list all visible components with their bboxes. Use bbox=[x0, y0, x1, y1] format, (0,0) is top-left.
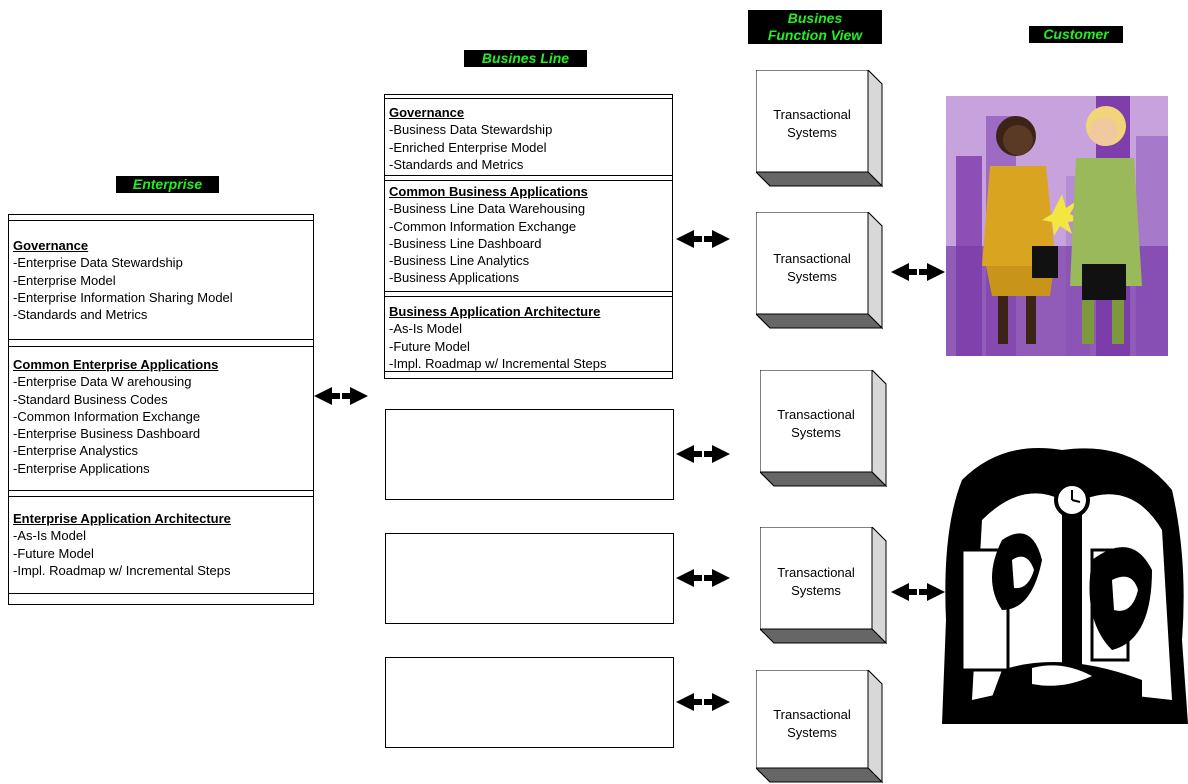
list-item: -As-Is Model bbox=[389, 321, 462, 337]
label-busines-function-view: Busines Function View bbox=[748, 10, 882, 44]
list-item: -Business Line Data Warehousing bbox=[389, 201, 586, 217]
list-item: -Future Model bbox=[389, 338, 470, 354]
transactional-systems-label: Transactional Systems bbox=[756, 250, 868, 286]
list-item: -Common Information Exchange bbox=[389, 218, 577, 234]
cube-line2: Systems bbox=[791, 425, 841, 440]
double-arrow-icon bbox=[891, 583, 945, 601]
business-architecture-section: Business Application Architecture -As-Is… bbox=[385, 303, 672, 372]
transactional-systems-cube bbox=[756, 670, 884, 784]
transactional-systems-cube bbox=[756, 212, 884, 330]
business-line-box-empty bbox=[385, 409, 674, 500]
transactional-systems-label: Transactional Systems bbox=[760, 564, 872, 600]
double-arrow-icon bbox=[314, 387, 368, 405]
handshake-illustration bbox=[946, 96, 1168, 356]
cube-line1: Transactional bbox=[773, 107, 851, 122]
cube-line2: Systems bbox=[787, 725, 837, 740]
transactional-systems-cube bbox=[756, 70, 884, 188]
list-item: -Future Model bbox=[13, 545, 94, 561]
double-arrow-icon bbox=[891, 263, 945, 281]
list-item: -Common Information Exchange bbox=[13, 408, 201, 424]
enterprise-architecture-heading: Enterprise Application Architecture bbox=[13, 511, 231, 526]
enterprise-common-apps-section: Common Enterprise Applications -Enterpri… bbox=[9, 356, 313, 477]
list-item: -Enterprise Data W arehousing bbox=[13, 374, 192, 390]
label-busines-function-view-line1: Busines bbox=[787, 10, 843, 26]
cube-line1: Transactional bbox=[773, 251, 851, 266]
transactional-systems-cube bbox=[760, 527, 888, 645]
list-item: -Business Line Dashboard bbox=[389, 235, 542, 251]
business-architecture-heading: Business Application Architecture bbox=[389, 304, 601, 319]
list-item: -Impl. Roadmap w/ Incremental Steps bbox=[389, 355, 607, 371]
list-item: -Business Applications bbox=[389, 270, 520, 286]
list-item: -As-Is Model bbox=[13, 528, 86, 544]
double-arrow-icon bbox=[676, 445, 730, 463]
list-item: -Standards and Metrics bbox=[389, 156, 524, 172]
list-item: -Business Data Stewardship bbox=[389, 122, 553, 138]
list-item: -Enterprise Business Dashboard bbox=[13, 426, 201, 442]
list-item: -Enterprise Applications bbox=[13, 460, 150, 476]
office-meeting-illustration bbox=[942, 448, 1188, 724]
list-item: -Enterprise Information Sharing Model bbox=[13, 289, 233, 305]
business-line-box-empty bbox=[385, 657, 674, 748]
transactional-systems-label: Transactional Systems bbox=[756, 106, 868, 142]
transactional-systems-cube bbox=[760, 370, 888, 488]
double-arrow-icon bbox=[676, 230, 730, 248]
business-line-box-empty bbox=[385, 533, 674, 624]
list-item: -Enterprise Model bbox=[13, 272, 116, 288]
list-item: -Standards and Metrics bbox=[13, 307, 148, 323]
cube-line1: Transactional bbox=[773, 707, 851, 722]
enterprise-governance-section: Governance -Enterprise Data Stewardship … bbox=[9, 237, 313, 323]
business-common-apps-heading: Common Business Applications bbox=[389, 184, 588, 199]
label-customer: Customer bbox=[1029, 26, 1123, 43]
label-busines-function-view-line2: Function View bbox=[767, 27, 863, 43]
cube-line2: Systems bbox=[787, 269, 837, 284]
business-governance-section: Governance -Business Data Stewardship -E… bbox=[385, 104, 672, 173]
list-item: -Enriched Enterprise Model bbox=[389, 139, 547, 155]
cube-line2: Systems bbox=[791, 583, 841, 598]
enterprise-governance-heading: Governance bbox=[13, 238, 89, 253]
cube-line1: Transactional bbox=[777, 407, 855, 422]
cube-line2: Systems bbox=[787, 125, 837, 140]
list-item: -Impl. Roadmap w/ Incremental Steps bbox=[13, 562, 231, 578]
transactional-systems-label: Transactional Systems bbox=[756, 706, 868, 742]
label-busines-line: Busines Line bbox=[464, 50, 587, 67]
business-common-apps-section: Common Business Applications -Business L… bbox=[385, 183, 672, 287]
enterprise-box: Governance -Enterprise Data Stewardship … bbox=[8, 214, 314, 605]
list-item: -Enterprise Data Stewardship bbox=[13, 255, 183, 271]
double-arrow-icon bbox=[676, 569, 730, 587]
enterprise-architecture-section: Enterprise Application Architecture -As-… bbox=[9, 510, 313, 579]
list-item: -Enterprise Analystics bbox=[13, 443, 138, 459]
list-item: -Standard Business Codes bbox=[13, 391, 168, 407]
list-item: -Business Line Analytics bbox=[389, 253, 530, 269]
enterprise-common-apps-heading: Common Enterprise Applications bbox=[13, 357, 219, 372]
cube-line1: Transactional bbox=[777, 565, 855, 580]
label-enterprise: Enterprise bbox=[116, 176, 219, 193]
double-arrow-icon bbox=[676, 693, 730, 711]
business-line-box: Governance -Business Data Stewardship -E… bbox=[384, 94, 673, 379]
transactional-systems-label: Transactional Systems bbox=[760, 406, 872, 442]
business-governance-heading: Governance bbox=[389, 105, 465, 120]
